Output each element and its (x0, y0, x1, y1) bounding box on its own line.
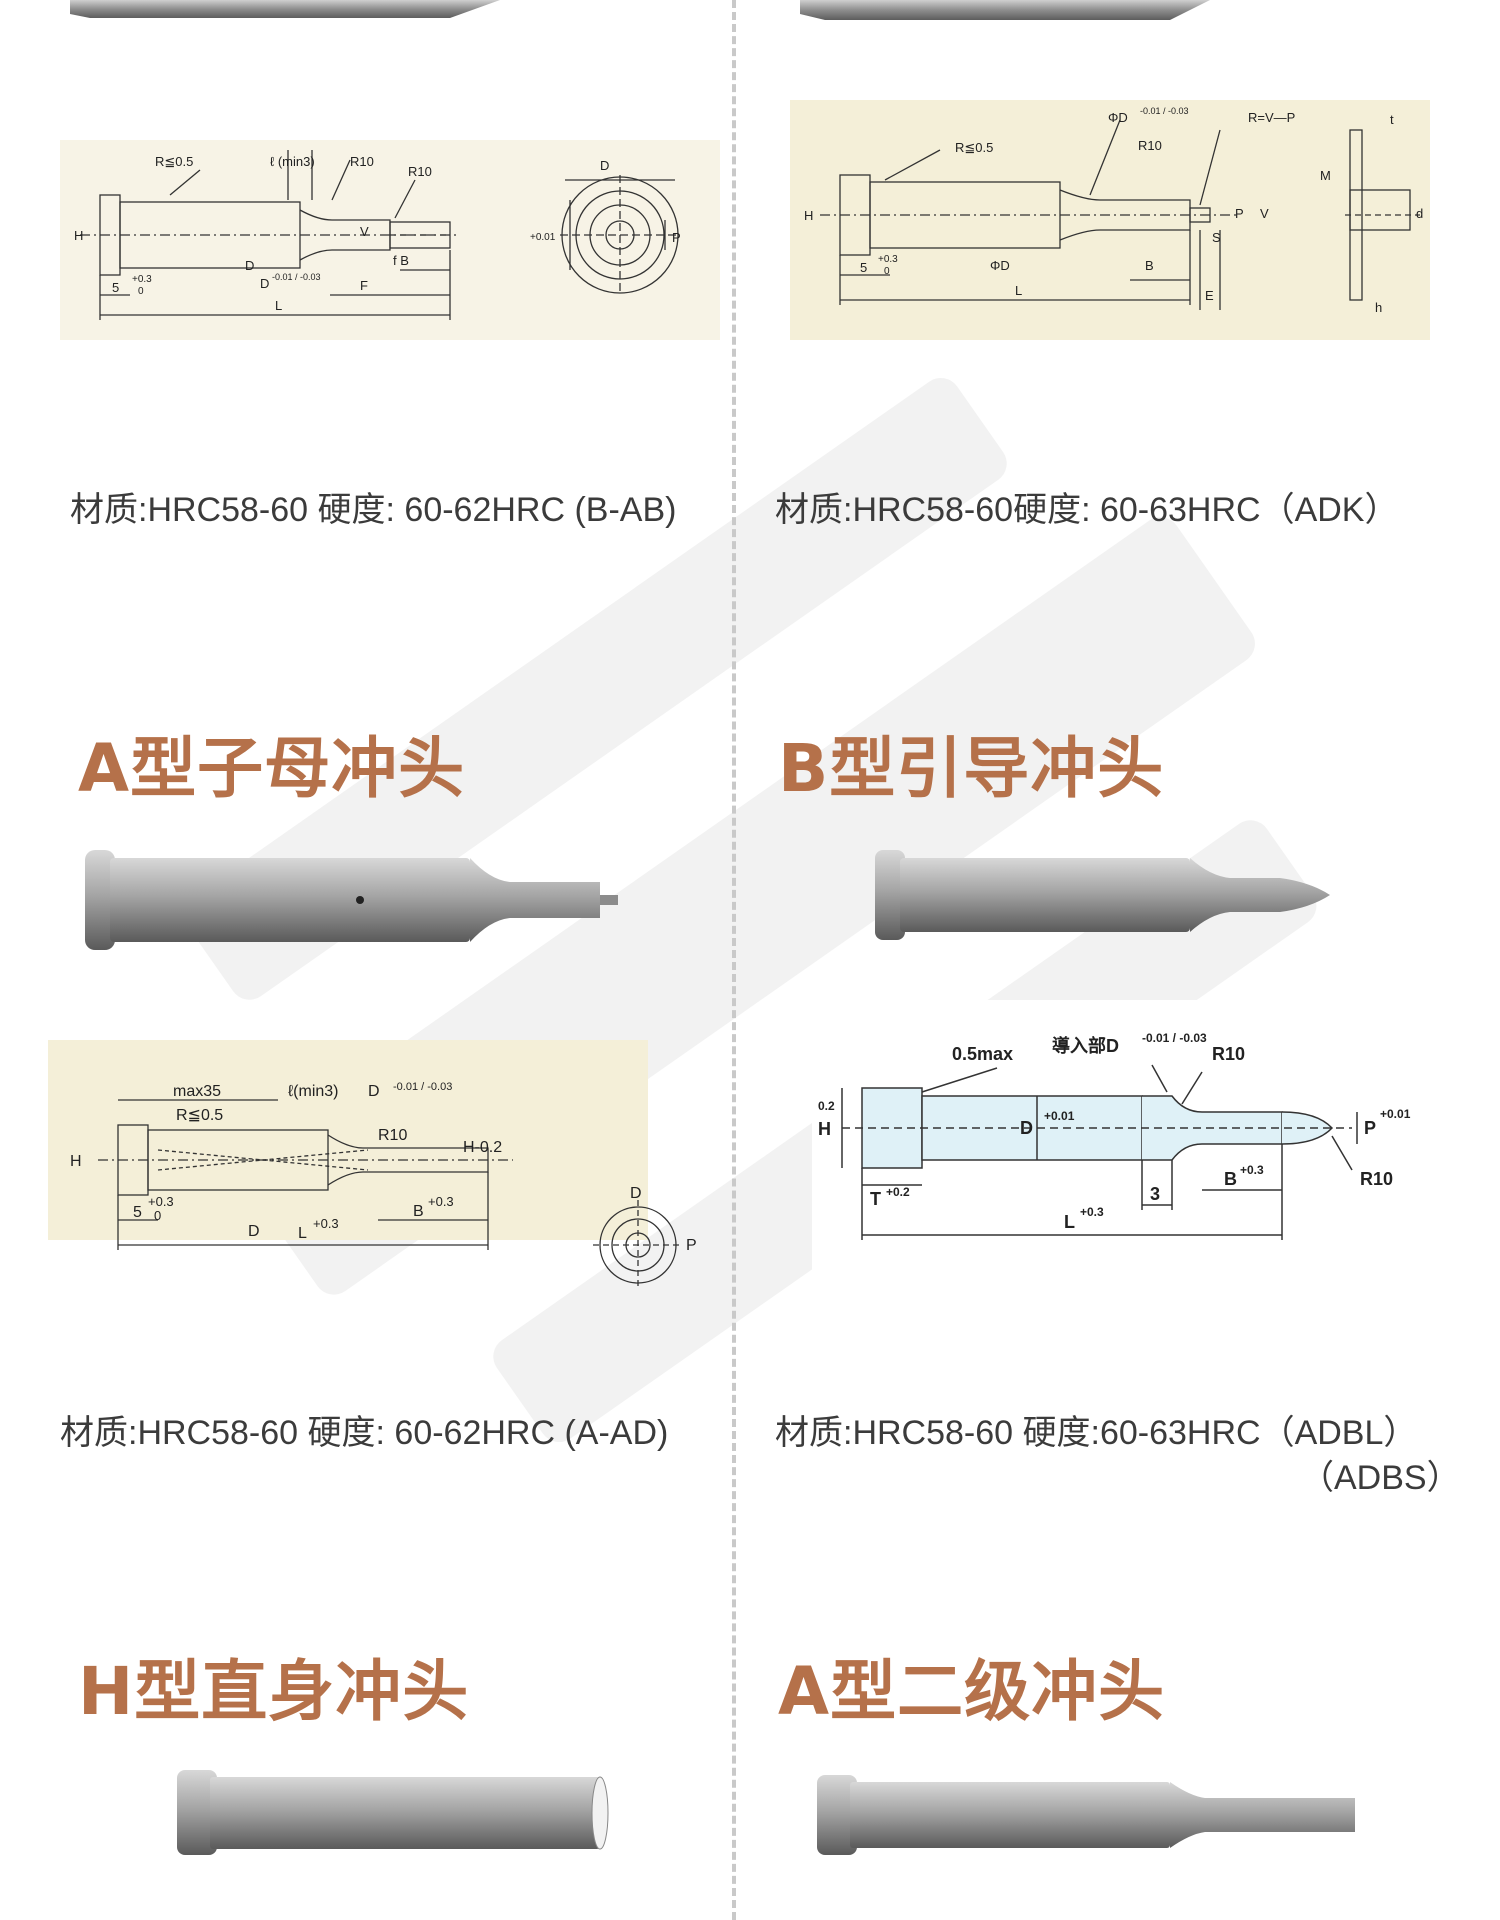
dim-b-tol-ml: +0.3 (428, 1194, 454, 1209)
dim-plus03-r: +0.3 (878, 254, 898, 265)
dim-l-mr: L (1064, 1212, 1075, 1232)
dim-r-top-ml: R≦0.5 (176, 1107, 223, 1124)
dim-d-small: d (1416, 206, 1423, 221)
dim-h-tol-mr: 0.2 (818, 1099, 835, 1113)
dim-d-tol-ml: -0.01 / -0.03 (393, 1081, 452, 1093)
dim-r10a-mr: R10 (1212, 1044, 1245, 1064)
dim-s: S (1212, 230, 1221, 245)
column-divider (732, 0, 736, 1920)
dim-d-tol: -0.01 / -0.03 (272, 272, 321, 282)
dim-phi-dm: ΦD (990, 258, 1010, 273)
dim-d-mr: D (1020, 1118, 1033, 1138)
dim-t-mr: T (870, 1189, 881, 1209)
dim-v: V (360, 224, 369, 239)
dim-phi-d: ΦD (1108, 110, 1128, 125)
dim-rvp: R=V—P (1248, 110, 1295, 125)
dim-t-tol-mr: +0.2 (886, 1185, 910, 1199)
dim-five-ml: 5 (133, 1204, 142, 1221)
dim-m: M (1320, 168, 1331, 183)
dim-l-r: L (1015, 283, 1022, 298)
dim-r-top-r: R≦0.5 (955, 140, 993, 155)
dim-max35: max35 (173, 1083, 221, 1100)
dim-d-small-ml: D (630, 1185, 642, 1202)
dim-b: B (1145, 258, 1154, 273)
dim-h: H (74, 228, 83, 243)
dim-p-ml: P (686, 1237, 697, 1254)
dim-r10-a: R10 (350, 154, 374, 169)
dim-p-r: P (1235, 206, 1244, 221)
drawing-mid-right: 0.5max 導入部D -0.01 / -0.03 R10 H 0.2 D +0… (812, 1000, 1462, 1280)
dim-zero: 0 (138, 286, 144, 297)
title-a-type-two-stage-punch: A型二级冲头 (778, 1653, 1166, 1730)
dim-v-tol: +0.01 (530, 232, 556, 243)
dim-b-mr: B (1224, 1169, 1237, 1189)
dim-dt-ml: D (248, 1223, 260, 1240)
punch-photo-mid-right (870, 840, 1340, 950)
spec-top-left: 材质:HRC58-60 硬度: 60-62HRC (B-AB) (70, 491, 677, 529)
dim-l-tol-ml: +0.3 (313, 1216, 339, 1231)
dim-r-top: R≦0.5 (155, 154, 193, 169)
dim-e: E (1205, 288, 1214, 303)
dim-l: L (275, 298, 282, 313)
dim-l-tol-mr: +0.3 (1080, 1205, 1104, 1219)
dim-phi-d-tol: -0.01 / -0.03 (1140, 106, 1189, 116)
punch-photo-bottom-right (815, 1770, 1355, 1860)
dim-p: P (672, 230, 681, 245)
punch-photo-bottom-left (175, 1765, 615, 1860)
title-a-type-sub-mother-punch: A型子母冲头 (78, 730, 466, 807)
spec-mid-right-line2: （ADBS） (1300, 1459, 1461, 1497)
dim-plus03: +0.3 (132, 274, 152, 285)
dim-p-mr: P (1364, 1118, 1376, 1138)
punch-photo-mid-left (80, 840, 620, 960)
dim-end-dt: D (600, 158, 609, 173)
title-h-type-straight-punch: H型直身冲头 (78, 1653, 470, 1730)
dim-h-mr: H (818, 1119, 831, 1139)
dim-d-tol-mr: +0.01 (1044, 1109, 1075, 1123)
punch-photo-top-right (800, 0, 1220, 30)
dim-d-ml: D (368, 1083, 380, 1100)
dim-r10-b: R10 (408, 164, 432, 179)
dim-f: F (360, 278, 368, 293)
dim-b-tol-mr: +0.3 (1240, 1163, 1264, 1177)
title-b-type-pilot-punch: B型引导冲头 (778, 730, 1165, 807)
drawing-top-left: R≦0.5 ℓ (min3) R10 R10 D D -0.01 / -0.03… (60, 140, 720, 340)
dim-five: 5 (112, 280, 119, 295)
dim-max-mr: 0.5max (952, 1044, 1013, 1064)
dim-l-min-ml: ℓ(min3) (288, 1083, 339, 1100)
dim-h02-ml: H-0.2 (463, 1139, 502, 1156)
dim-l-ml: L (298, 1225, 307, 1242)
drawing-mid-left: max35 ℓ(min3) D -0.01 / -0.03 R≦0.5 R10 … (48, 1040, 720, 1290)
dim-five-r: 5 (860, 260, 867, 275)
dim-zero-ml: 0 (154, 1208, 161, 1223)
dim-r10-r: R10 (1138, 138, 1162, 153)
spec-top-right: 材质:HRC58-60硬度: 60-63HRC（ADK） (775, 491, 1399, 529)
punch-photo-top-left (70, 0, 520, 30)
dim-t: t (1390, 112, 1394, 127)
dim-d: D (260, 276, 269, 291)
spec-mid-left: 材质:HRC58-60 硬度: 60-62HRC (A-AD) (60, 1414, 669, 1452)
dim-three-mr: 3 (1150, 1184, 1160, 1204)
spec-mid-right-line1: 材质:HRC58-60 硬度:60-63HRC（ADBL） (775, 1414, 1418, 1452)
dim-zero-r: 0 (884, 266, 890, 277)
dim-dt: D (245, 258, 254, 273)
dim-r10b-mr: R10 (1360, 1169, 1393, 1189)
drawing-top-right: ΦD -0.01 / -0.03 R=V—P R≦0.5 R10 t M d h… (790, 100, 1430, 340)
dim-p-tol-mr: +0.01 (1380, 1107, 1411, 1121)
dim-b-ml: B (413, 1203, 424, 1220)
dim-l-min: ℓ (min3) (270, 154, 315, 169)
dim-fb: f B (393, 253, 409, 268)
dim-plus03-ml: +0.3 (148, 1194, 174, 1209)
dim-intro-mr: 導入部D (1052, 1035, 1119, 1056)
dim-h-r: H (804, 208, 813, 223)
dim-h-small: h (1375, 300, 1382, 315)
dim-v-r: V (1260, 206, 1269, 221)
dim-h-ml: H (70, 1153, 82, 1170)
dim-r10-ml: R10 (378, 1127, 407, 1144)
dim-intro-tol-mr: -0.01 / -0.03 (1142, 1031, 1207, 1045)
